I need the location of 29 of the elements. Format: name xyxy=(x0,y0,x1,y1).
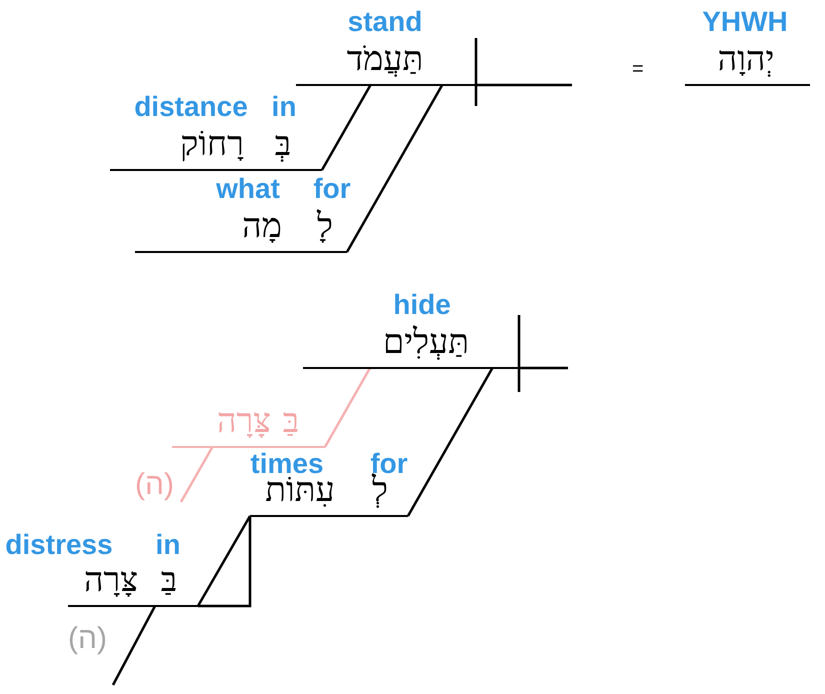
gloss-label: in xyxy=(272,92,296,122)
modifier-line xyxy=(406,367,494,517)
modifier-line xyxy=(112,605,156,686)
hebrew-word: לָ xyxy=(317,207,333,247)
equals-sign: = xyxy=(632,58,644,80)
hebrew-word: יְהוָה xyxy=(718,40,774,80)
gloss-label: for xyxy=(313,174,351,204)
gloss-label: hide xyxy=(393,290,451,320)
article-letter: (ה) xyxy=(135,468,174,502)
gloss-label: distance xyxy=(134,92,248,122)
hebrew-word: תַּעֲמֹד xyxy=(346,40,424,80)
gloss-label: stand xyxy=(348,7,422,37)
gloss-label: in xyxy=(156,530,180,560)
article-letter: (ה) xyxy=(68,622,108,656)
hebrew-word: בַּ xyxy=(160,561,178,601)
hebrew-word: צָּרָה xyxy=(84,561,138,601)
gloss-label: distress xyxy=(5,530,113,560)
modifier-line xyxy=(320,84,372,171)
gloss-label: YHWH xyxy=(702,7,788,37)
hebrew-word: עִתּוֹת xyxy=(265,472,335,511)
hebrew-word: רָחוֹק xyxy=(180,125,244,165)
hebrew-word: מָה xyxy=(242,207,282,247)
hebrew-word: בַּ xyxy=(282,402,300,442)
modifier-line xyxy=(180,446,214,503)
hebrew-word: תַּעְלִים xyxy=(383,323,469,363)
hebrew-word: בְּ xyxy=(274,125,292,165)
hebrew-word: צָּרָה xyxy=(216,402,272,442)
gloss-label: what xyxy=(216,174,280,204)
modifier-line xyxy=(324,367,372,448)
